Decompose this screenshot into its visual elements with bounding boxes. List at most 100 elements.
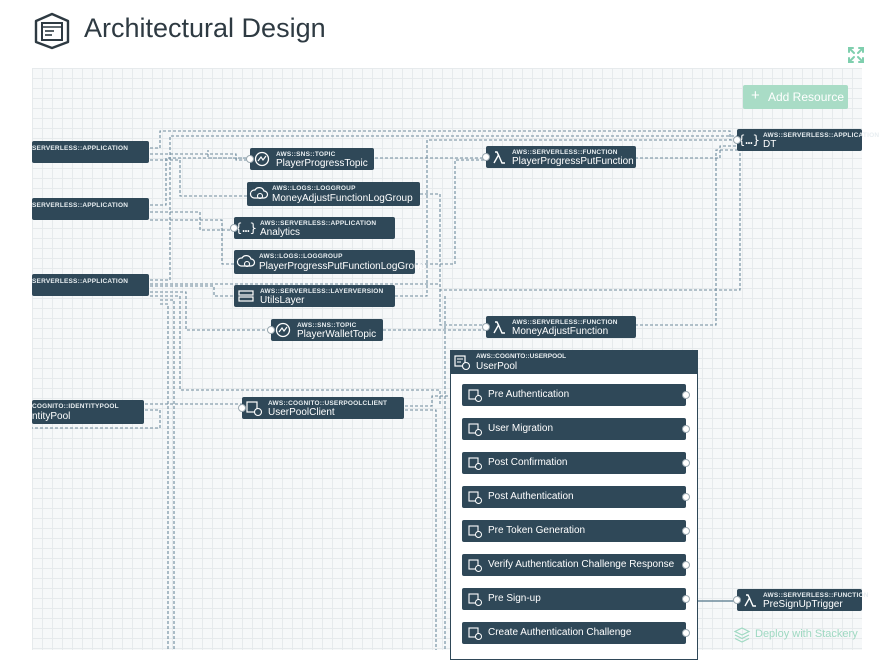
connection-port[interactable]: [482, 323, 490, 331]
node-name-label: ntityPool: [32, 411, 71, 422]
sns-topic-node-player-progress[interactable]: AWS::SNS::TOPIC PlayerProgressTopic: [246, 148, 374, 170]
trigger-label: Create Authentication Challenge: [488, 627, 632, 638]
serverless-application-node-1[interactable]: SERVERLESS::APPLICATION: [32, 141, 149, 163]
trigger-label: Post Confirmation: [488, 457, 568, 468]
connection-port[interactable]: [267, 326, 275, 334]
node-name-label: DT: [763, 139, 777, 150]
design-canvas[interactable]: [32, 68, 862, 650]
braces-icon: {…}: [236, 221, 256, 235]
userpool-trigger-pre-sign-up[interactable]: Pre Sign-up: [462, 588, 690, 610]
user-pool-icon: [454, 355, 471, 371]
userpool-trigger-user-migration[interactable]: User Migration: [462, 418, 690, 440]
connection-port[interactable]: [230, 224, 238, 232]
serverless-application-node-2[interactable]: SERVERLESS::APPLICATION: [32, 198, 149, 220]
userpool-trigger-create-auth-challenge[interactable]: Create Authentication Challenge: [462, 622, 690, 644]
connection-port[interactable]: [246, 155, 254, 163]
add-resource-label: Add Resource: [768, 90, 845, 104]
node-type-label: AWS::SNS::TOPIC: [276, 151, 336, 158]
connection-port[interactable]: [682, 629, 690, 637]
svg-text:{…}: {…}: [739, 133, 759, 147]
node-name-label: PreSignUpTrigger: [763, 599, 843, 610]
node-name-label: UserPool: [476, 361, 518, 372]
node-type-label: AWS::SERVERLESS::FUNCTION: [763, 592, 869, 599]
trigger-label: User Migration: [488, 423, 554, 434]
trigger-label: Pre Authentication: [488, 389, 570, 400]
cognito-userpool-header[interactable]: AWS::COGNITO::USERPOOL UserPool: [450, 350, 698, 374]
layer-icon: [238, 290, 254, 302]
cognito-identitypool-node[interactable]: COGNITO::IDENTITYPOOL ntityPool: [32, 400, 144, 424]
connection-port[interactable]: [682, 527, 690, 535]
deploy-label: Deploy with Stackery: [755, 628, 858, 640]
connection-port[interactable]: [682, 459, 690, 467]
trigger-label: Verify Authentication Challenge Response: [488, 559, 675, 570]
node-name-label: PlayerProgressPutFunction: [512, 156, 634, 167]
layer-version-node-utils[interactable]: AWS::SERVERLESS::LAYERVERSION UtilsLayer: [234, 285, 395, 307]
sns-topic-icon: [275, 322, 291, 338]
trigger-label: Pre Sign-up: [488, 593, 541, 604]
plus-icon: +: [751, 87, 760, 104]
node-name-label: PlayerWalletTopic: [297, 329, 377, 340]
connection-port[interactable]: [682, 493, 690, 501]
node-name-label: PlayerProgressTopic: [276, 158, 368, 169]
sns-topic-icon: [254, 151, 270, 167]
loggroup-node-player-progress[interactable]: AWS::LOGS::LOGGROUP PlayerProgressPutFun…: [234, 250, 425, 274]
userpool-trigger-post-confirmation[interactable]: Post Confirmation: [462, 452, 690, 474]
trigger-label: Post Authentication: [488, 491, 574, 502]
sns-topic-node-player-wallet[interactable]: AWS::SNS::TOPIC PlayerWalletTopic: [267, 319, 383, 341]
userpool-trigger-post-authentication[interactable]: Post Authentication: [462, 486, 690, 508]
document-diagram-icon: [34, 12, 70, 50]
node-type-label: AWS::SNS::TOPIC: [297, 322, 357, 329]
connection-port[interactable]: [733, 136, 741, 144]
lambda-icon: [493, 321, 505, 334]
stackery-icon: [733, 627, 751, 643]
deploy-with-stackery-link[interactable]: Deploy with Stackery: [733, 626, 863, 644]
serverless-function-node-player-progress-put[interactable]: AWS::SERVERLESS::FUNCTION PlayerProgress…: [482, 146, 636, 168]
node-type-label: AWS::SERVERLESS::APPLICATION: [763, 132, 880, 139]
userpool-trigger-pre-token-generation[interactable]: Pre Token Generation: [462, 520, 690, 542]
serverless-application-node-dt[interactable]: {…} AWS::SERVERLESS::APPLICATION DT: [733, 129, 879, 151]
trigger-icon: [468, 525, 482, 538]
loggroup-node-money-adjust[interactable]: AWS::LOGS::LOGGROUP MoneyAdjustFunctionL…: [247, 182, 420, 206]
serverless-function-node-money-adjust[interactable]: AWS::SERVERLESS::FUNCTION MoneyAdjustFun…: [482, 316, 636, 338]
lambda-icon: [744, 594, 756, 607]
node-type-label: AWS::SERVERLESS::FUNCTION: [512, 149, 618, 156]
page-title: Architectural Design: [84, 13, 326, 43]
cognito-userpoolclient-node[interactable]: AWS::COGNITO::USERPOOLCLIENT UserPoolCli…: [238, 397, 404, 419]
connection-port[interactable]: [682, 595, 690, 603]
node-type-label: COGNITO::IDENTITYPOOL: [32, 403, 119, 410]
connection-port[interactable]: [682, 391, 690, 399]
trigger-icon: [468, 593, 482, 606]
node-name-label: MoneyAdjustFunction: [512, 326, 609, 337]
trigger-icon: [468, 389, 482, 402]
serverless-application-node-3[interactable]: SERVERLESS::APPLICATION: [32, 274, 149, 296]
connection-port[interactable]: [238, 404, 246, 412]
expand-icon[interactable]: [847, 46, 865, 64]
node-type-label: SERVERLESS::APPLICATION: [32, 145, 129, 152]
lambda-icon: [493, 151, 505, 164]
trigger-icon: [468, 491, 482, 504]
braces-icon: {…}: [739, 133, 759, 147]
node-type-label: AWS::LOGS::LOGGROUP: [259, 253, 343, 260]
trigger-icon: [468, 627, 482, 640]
userpool-trigger-verify-auth-challenge[interactable]: Verify Authentication Challenge Response: [462, 554, 690, 576]
node-type-label: AWS::LOGS::LOGGROUP: [272, 185, 356, 192]
connection-port[interactable]: [682, 561, 690, 569]
node-type-label: AWS::SERVERLESS::LAYERVERSION: [260, 288, 384, 295]
node-type-label: SERVERLESS::APPLICATION: [32, 278, 129, 285]
connection-port[interactable]: [482, 153, 490, 161]
trigger-icon: [468, 457, 482, 470]
node-type-label: AWS::COGNITO::USERPOOL: [476, 353, 567, 360]
connection-port[interactable]: [733, 596, 741, 604]
node-name-label: UtilsLayer: [260, 295, 305, 306]
serverless-function-node-presignup[interactable]: AWS::SERVERLESS::FUNCTION PreSignUpTrigg…: [733, 589, 868, 611]
user-pool-client-icon: [246, 401, 263, 417]
node-type-label: SERVERLESS::APPLICATION: [32, 202, 129, 209]
trigger-icon: [468, 559, 482, 572]
userpool-trigger-pre-authentication[interactable]: Pre Authentication: [462, 384, 690, 406]
node-name-label: MoneyAdjustFunctionLogGroup: [272, 193, 413, 204]
svg-text:{…}: {…}: [236, 221, 256, 235]
node-name-label: PlayerProgressPutFunctionLogGroup: [259, 261, 426, 272]
add-resource-button[interactable]: + Add Resource: [743, 85, 848, 109]
connection-port[interactable]: [682, 425, 690, 433]
serverless-application-node-analytics[interactable]: {…} AWS::SERVERLESS::APPLICATION Analyti…: [230, 217, 395, 239]
